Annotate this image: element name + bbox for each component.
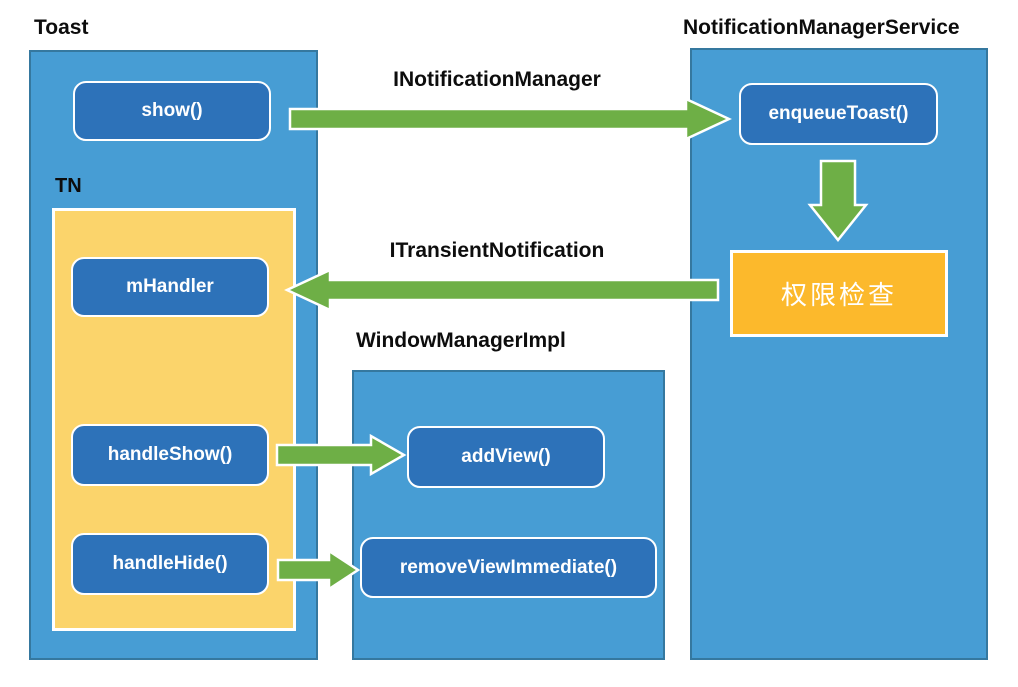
windowmanagerimpl-class-title: WindowManagerImpl <box>356 329 566 352</box>
itransientnotification-interface-label: ITransientNotification <box>389 239 605 262</box>
permission-check-node: 权限检查 <box>730 250 948 337</box>
notificationmanagerservice-class-title: NotificationManagerService <box>683 16 960 39</box>
notificationmanagerservice-class-box <box>690 48 988 660</box>
handleshow-method-node: handleShow() <box>71 424 269 486</box>
toast-class-title: Toast <box>34 16 89 39</box>
tn-class-title: TN <box>55 175 82 197</box>
arrow-show-to-enqueuetoast <box>288 97 732 141</box>
addview-method-node: addView() <box>407 426 605 488</box>
arrow-permissioncheck-to-mhandler <box>284 268 720 312</box>
mhandler-node: mHandler <box>71 257 269 317</box>
windowmanagerimpl-class-box <box>352 370 665 660</box>
show-method-node: show() <box>73 81 271 141</box>
inotificationmanager-interface-label: INotificationManager <box>393 68 601 91</box>
enqueuetoast-method-node: enqueueToast() <box>739 83 938 145</box>
removeviewimmediate-method-node: removeViewImmediate() <box>360 537 657 598</box>
handlehide-method-node: handleHide() <box>71 533 269 595</box>
